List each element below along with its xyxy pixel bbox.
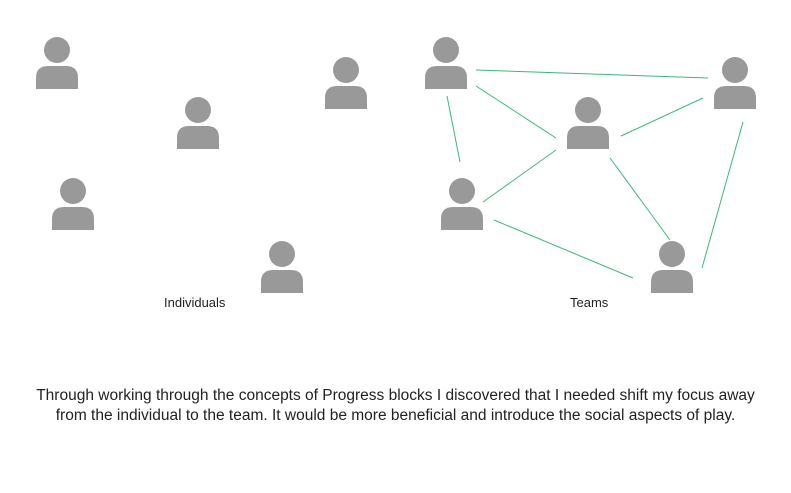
person-head xyxy=(659,241,685,267)
team-link-line xyxy=(475,85,557,139)
team-link-line xyxy=(701,121,744,269)
team-link-line xyxy=(446,95,461,163)
person-body xyxy=(177,126,219,149)
team-person-icon xyxy=(651,241,693,293)
person-head xyxy=(722,57,748,83)
person-head xyxy=(433,37,459,63)
team-person-icon xyxy=(567,97,609,149)
person-head xyxy=(269,241,295,267)
person-head xyxy=(185,97,211,123)
person-body xyxy=(714,86,756,109)
team-person-icon xyxy=(714,57,756,109)
person-head xyxy=(60,178,86,204)
team-link-line xyxy=(620,97,704,137)
team-links xyxy=(446,69,744,279)
person-body xyxy=(441,207,483,230)
individual-person-icon xyxy=(52,178,94,230)
individuals-label: Individuals xyxy=(164,295,226,310)
caption-text: Through working through the concepts of … xyxy=(36,387,755,424)
person-head xyxy=(449,178,475,204)
person-head xyxy=(575,97,601,123)
person-body xyxy=(567,126,609,149)
individual-person-icon xyxy=(36,37,78,89)
team-link-line xyxy=(475,69,709,79)
individual-person-icon xyxy=(325,57,367,109)
person-body xyxy=(651,270,693,293)
team-link-line xyxy=(493,219,634,279)
team-person-icon xyxy=(441,178,483,230)
teams-label: Teams xyxy=(570,295,609,310)
team-person-icon xyxy=(425,37,467,89)
individual-person-icon xyxy=(261,241,303,293)
person-body xyxy=(325,86,367,109)
person-body xyxy=(36,66,78,89)
person-body xyxy=(425,66,467,89)
person-body xyxy=(261,270,303,293)
person-head xyxy=(44,37,70,63)
people-icons xyxy=(36,37,756,293)
person-body xyxy=(52,207,94,230)
team-link-line xyxy=(482,149,557,203)
team-link-line xyxy=(609,157,671,241)
individuals-vs-teams-diagram xyxy=(36,37,756,293)
individual-person-icon xyxy=(177,97,219,149)
person-head xyxy=(333,57,359,83)
